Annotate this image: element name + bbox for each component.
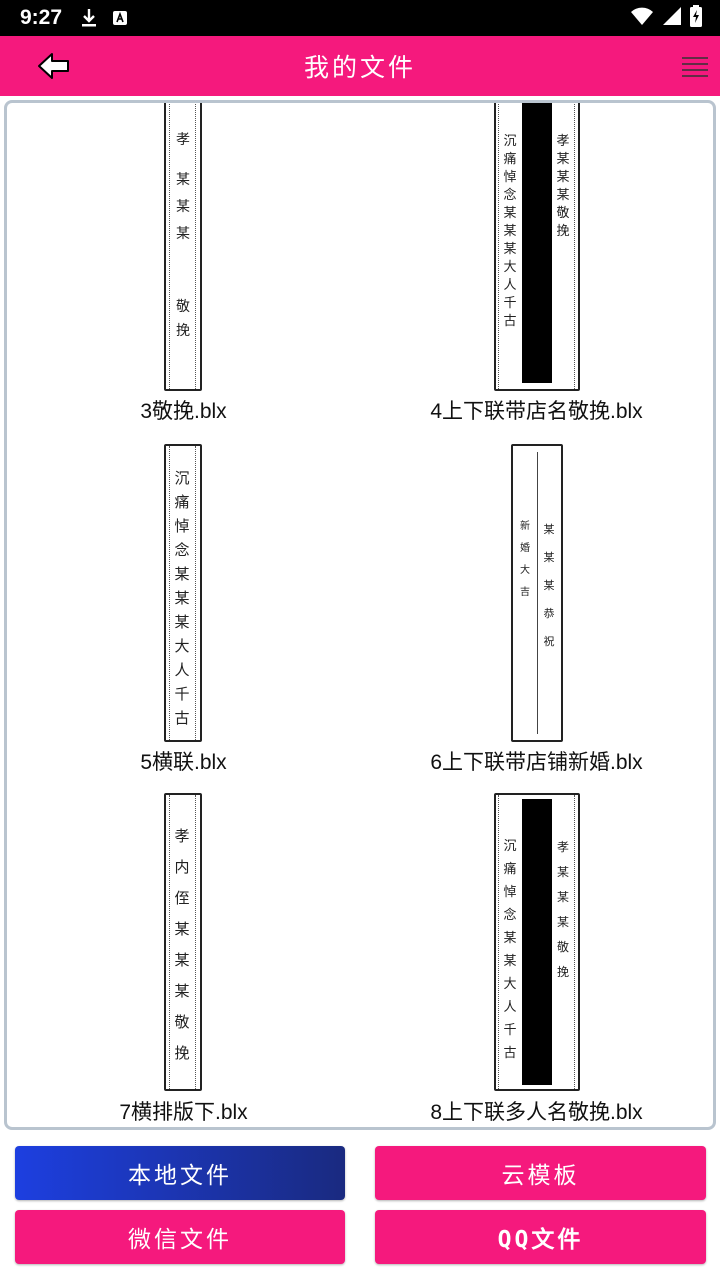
- file-list-panel[interactable]: 孝 某某某 敬挽 3敬挽.blx 沉痛悼念某某某大人千古 孝某某某敬挽 4上下联…: [4, 100, 716, 1130]
- file-item[interactable]: 新婚大吉 某某某恭祝 6上下联带店铺新婚.blx: [360, 441, 713, 786]
- page-title: 我的文件: [303, 53, 416, 82]
- qq-files-button[interactable]: QQ文件: [375, 1210, 706, 1264]
- status-bar: 9:27: [0, 0, 720, 36]
- file-thumbnail: 沉痛悼念某某某大人千古 孝某某某敬挽: [494, 103, 580, 391]
- file-thumbnail: 沉痛悼念某某某大人千古: [164, 444, 202, 742]
- app-bar: 我的文件: [0, 36, 720, 96]
- cloud-templates-button[interactable]: 云模板: [375, 1146, 706, 1200]
- file-name: 8上下联多人名敬挽.blx: [430, 1101, 643, 1124]
- file-thumbnail: 孝 某某某 敬挽: [164, 103, 202, 391]
- file-item[interactable]: 孝 某某某 敬挽 3敬挽.blx: [7, 103, 360, 448]
- status-indicators: [630, 0, 702, 36]
- file-item[interactable]: 沉痛悼念某某某大人千古 5横联.blx: [7, 441, 360, 786]
- wechat-files-button[interactable]: 微信文件: [15, 1210, 345, 1264]
- back-button[interactable]: [34, 48, 74, 84]
- file-item[interactable]: 沉痛悼念某某某大人千古 孝某某某敬挽 4上下联带店名敬挽.blx: [360, 103, 713, 448]
- download-icon: [80, 8, 98, 28]
- file-item[interactable]: 孝内侄某某某敬挽 7横排版下.blx: [7, 793, 360, 1127]
- local-files-button[interactable]: 本地文件: [15, 1146, 345, 1200]
- file-item[interactable]: 沉痛悼念某某大人千古 孝某某某敬挽 8上下联多人名敬挽.blx: [360, 793, 713, 1127]
- file-thumbnail: 孝内侄某某某敬挽: [164, 793, 202, 1091]
- file-name: 5横联.blx: [140, 751, 227, 774]
- file-name: 4上下联带店名敬挽.blx: [430, 400, 643, 423]
- file-name: 6上下联带店铺新婚.blx: [430, 751, 643, 774]
- file-name: 3敬挽.blx: [140, 400, 227, 423]
- status-time: 9:27: [20, 6, 63, 29]
- battery-icon: [690, 5, 702, 31]
- menu-icon: [682, 57, 708, 77]
- file-thumbnail: 新婚大吉 某某某恭祝: [511, 444, 563, 742]
- accessibility-icon: [112, 10, 128, 26]
- menu-button[interactable]: [680, 50, 710, 82]
- file-name: 7横排版下.blx: [119, 1101, 248, 1124]
- wifi-icon: [630, 6, 654, 30]
- back-arrow-icon: [38, 53, 69, 79]
- signal-icon: [662, 6, 682, 30]
- file-thumbnail: 沉痛悼念某某大人千古 孝某某某敬挽: [494, 793, 580, 1091]
